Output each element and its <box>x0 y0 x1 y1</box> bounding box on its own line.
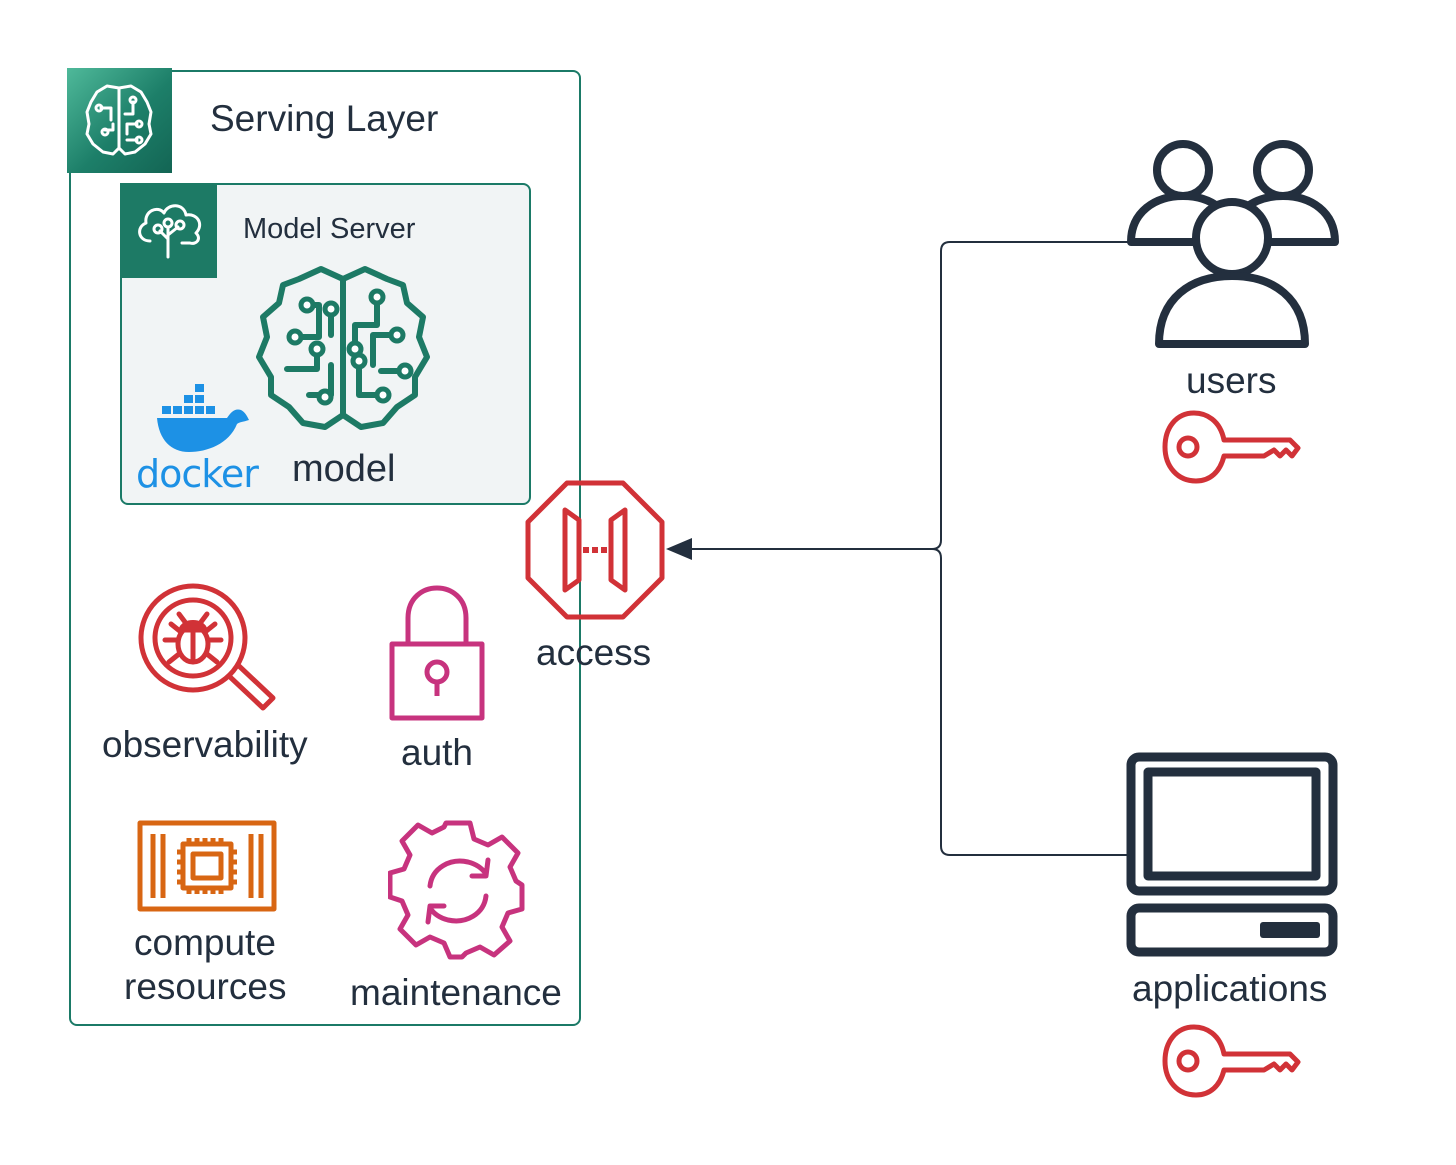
auth-label: auth <box>401 732 474 773</box>
gear-sync-icon <box>388 820 525 960</box>
bug-magnifier-icon <box>138 583 276 711</box>
arrow-head <box>666 538 692 560</box>
model-server-title: Model Server <box>243 213 416 245</box>
padlock-icon <box>389 585 485 721</box>
access-label: access <box>536 632 652 673</box>
gateway-octagon-icon <box>525 480 665 620</box>
cloud-tree-icon <box>138 204 202 259</box>
maintenance-label: maintenance <box>350 972 562 1013</box>
serving-layer-tile <box>67 68 172 173</box>
chip-icon <box>137 820 277 912</box>
applications-label: applications <box>1132 968 1328 1009</box>
model-label: model <box>292 448 396 490</box>
docker-whale-icon <box>157 384 249 452</box>
users-icon <box>1127 140 1339 348</box>
compute-label-line2: resources <box>124 966 287 1007</box>
key-icon <box>1162 1024 1301 1098</box>
users-label: users <box>1186 360 1277 401</box>
key-icon <box>1162 410 1301 484</box>
docker-logo-text: docker <box>136 452 259 496</box>
model-server-tile <box>120 183 217 278</box>
brain-chip-icon <box>85 84 153 156</box>
brain-chip-icon <box>256 266 430 430</box>
observability-label: observability <box>102 724 308 765</box>
computer-icon <box>1126 752 1338 957</box>
applications-connector <box>931 548 1130 856</box>
compute-label-line1: compute <box>134 922 276 963</box>
users-connector <box>690 241 1130 550</box>
serving-layer-title: Serving Layer <box>210 98 439 139</box>
